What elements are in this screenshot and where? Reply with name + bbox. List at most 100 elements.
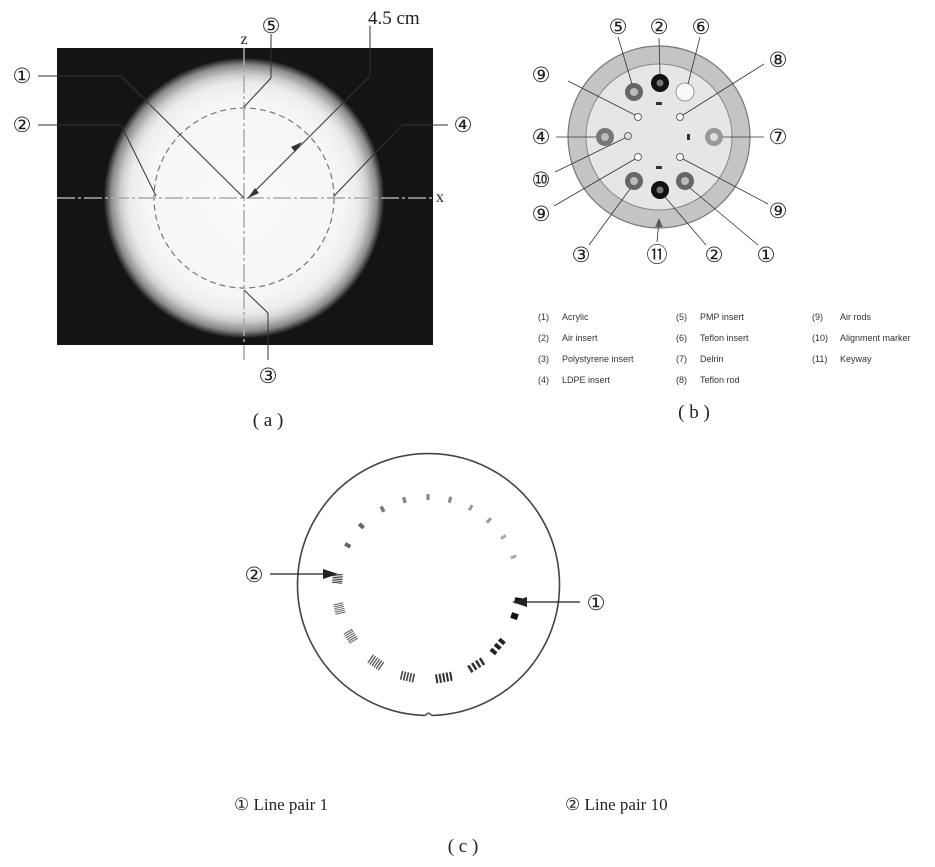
caption-a: ( a ) [253, 410, 284, 431]
b-marker-6: ⑥ [692, 15, 711, 39]
line-pair-group [401, 496, 407, 504]
tick-right [687, 134, 690, 140]
line-pair-bar [373, 658, 381, 668]
marker-4: ④ [454, 113, 473, 137]
line-pair-bar [334, 609, 345, 613]
line-pair-bar [377, 661, 385, 671]
c-marker-1: ① [587, 591, 606, 615]
panel-c: ① ② ① Line pair 1 ② Line pair 10 ( c ) [234, 452, 668, 857]
line-pair-group [510, 554, 517, 560]
line-pair-group [489, 637, 506, 656]
line-pair-group [367, 654, 385, 671]
resolution-phantom-outline [296, 452, 561, 717]
phantom-notch [424, 712, 433, 716]
line-pair-bar [497, 637, 506, 646]
line-pair-bar [426, 494, 430, 500]
marker-1: ① [13, 64, 32, 88]
b-marker-10: ⑩ [532, 168, 551, 192]
line-pair-bar [478, 657, 486, 666]
line-pair-group [467, 657, 486, 673]
legend-text-4: LDPE insert [562, 375, 611, 385]
b-marker-3: ③ [572, 243, 591, 267]
line-pair-group [426, 494, 430, 500]
legend-num-2: (2) [538, 333, 549, 343]
line-pair-bar [447, 496, 453, 503]
line-pair-bar [332, 578, 343, 581]
line-pair-group [510, 612, 519, 621]
b-marker-1: ① [757, 243, 776, 267]
legend-text-10: Alignment marker [840, 333, 911, 343]
legend-num-8: (8) [676, 375, 687, 385]
b-marker-9-ul: ⑨ [532, 63, 551, 87]
legend-line-pair-1: ① Line pair 1 [234, 795, 328, 814]
tick-bottom [656, 166, 662, 169]
line-pair-bar [379, 505, 386, 513]
line-pair-bar [333, 602, 344, 606]
radius-leader-line [247, 26, 371, 199]
insert-air-top [651, 74, 669, 92]
line-pair-bar [471, 662, 478, 671]
line-pair-bar [357, 522, 365, 530]
leader-b-3 [588, 188, 631, 246]
line-pair-bar [332, 581, 343, 584]
b-marker-4: ④ [532, 125, 551, 149]
line-pair-bar [334, 605, 345, 610]
line-pair-bar [332, 574, 343, 577]
radius-arrowhead-ring [291, 142, 302, 152]
line-pair-bar [344, 542, 352, 549]
line-pair-group [434, 671, 453, 684]
legend-line-pair-10: ② Line pair 10 [565, 795, 668, 814]
leader-b-9-lr [682, 158, 769, 205]
leader-b-9-ul [567, 80, 636, 116]
leader-b-1 [689, 187, 759, 246]
leader-line-2 [38, 124, 157, 197]
legend-text-3: Polystyrene insert [562, 354, 634, 364]
legend-text-11: Keyway [840, 354, 872, 364]
marker-3: ③ [259, 364, 278, 388]
line-pair-bar [375, 660, 383, 670]
b-marker-9-lr: ⑨ [769, 199, 788, 223]
line-pair-group [500, 534, 507, 541]
legend-num-9: (9) [812, 312, 823, 322]
line-pair-bar [335, 611, 346, 615]
legend-text-1: Acrylic [562, 312, 589, 322]
line-pair-bar [345, 632, 355, 639]
insert-delrin [705, 128, 723, 146]
line-pair-group [379, 505, 386, 513]
dimension-label: 4.5 cm [368, 8, 420, 29]
line-pair-bar [369, 655, 377, 665]
insert-polystyrene [625, 172, 643, 190]
b-marker-9-ll: ⑨ [532, 202, 551, 226]
z-axis-label: z [240, 31, 247, 48]
teflon-rod [676, 113, 684, 121]
line-pair-bar [489, 647, 498, 656]
line-pair-group [357, 522, 365, 530]
b-marker-2-bot: ② [705, 243, 724, 267]
line-pair-group [467, 504, 474, 512]
legend-num-3: (3) [538, 354, 549, 364]
tick-top [656, 102, 662, 105]
line-pair-bar [347, 635, 358, 642]
legend-num-5: (5) [676, 312, 687, 322]
radius-arrowhead-center [248, 188, 259, 198]
line-pair-bar [333, 604, 344, 608]
line-pair-bar [371, 657, 379, 667]
arrowhead-line-pair-1 [512, 597, 527, 607]
arrowhead-line-pair-10 [323, 569, 338, 579]
line-pair-group [399, 670, 416, 683]
line-pair-bar [349, 637, 359, 644]
line-pair-bar [405, 672, 410, 682]
legend-text-7: Delrin [700, 354, 724, 364]
legend-text-9: Air rods [840, 312, 872, 322]
legend-num-6: (6) [676, 333, 687, 343]
insert-air-bottom [651, 181, 669, 199]
marker-5: ⑤ [262, 14, 281, 38]
panel-a: ① ② ③ ④ ⑤ 4.5 cm z x ( a ) [13, 8, 473, 431]
insert-pmp [625, 83, 643, 101]
line-pair-bar [402, 671, 407, 681]
line-pair-bar [334, 607, 345, 612]
marker-2: ② [13, 113, 32, 137]
leader-line-5 [243, 34, 272, 108]
line-pair-bar [510, 612, 519, 621]
